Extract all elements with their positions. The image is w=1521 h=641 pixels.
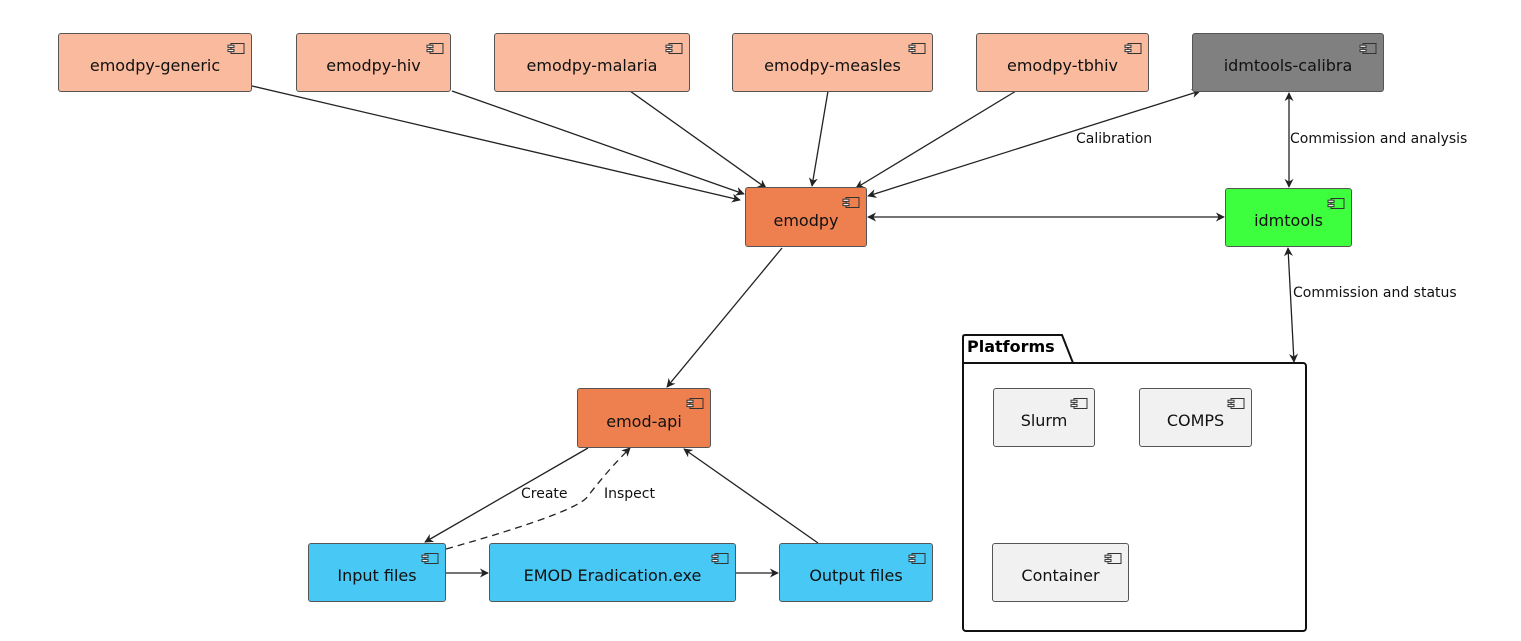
node-label: Container xyxy=(1021,566,1100,585)
component-icon xyxy=(1227,394,1245,409)
node-output-files[interactable]: Output files xyxy=(779,543,933,602)
component-icon xyxy=(426,39,444,54)
component-icon xyxy=(908,39,926,54)
node-idmtools-calibra[interactable]: idmtools-calibra xyxy=(1192,33,1384,92)
component-icon xyxy=(1124,39,1142,54)
node-label: emodpy-measles xyxy=(764,56,901,75)
node-slurm[interactable]: Slurm xyxy=(993,388,1095,447)
component-icon xyxy=(908,549,926,564)
component-icon xyxy=(1104,549,1122,564)
node-label: idmtools-calibra xyxy=(1223,56,1353,75)
node-label: EMOD Eradication.exe xyxy=(523,566,702,585)
node-idmtools[interactable]: idmtools xyxy=(1225,188,1352,247)
node-label: emodpy-malaria xyxy=(526,56,658,75)
node-label: emodpy xyxy=(773,210,839,230)
edge-create xyxy=(424,447,589,543)
node-emodpy-measles[interactable]: emodpy-measles xyxy=(732,33,933,92)
create-label: Create xyxy=(521,486,568,502)
edge-inspect xyxy=(445,447,631,550)
component-icon xyxy=(686,394,704,409)
node-label: Input files xyxy=(337,566,417,585)
commission-status-label: Commission and status xyxy=(1293,285,1457,301)
node-emodpy[interactable]: emodpy xyxy=(745,187,867,247)
node-label: COMPS xyxy=(1166,411,1225,430)
edge-emodpy-calibra xyxy=(867,89,1201,198)
node-label: emodpy-generic xyxy=(89,56,221,75)
edge-emodpy-to-emodapi xyxy=(666,247,783,388)
node-eradication-exe[interactable]: EMOD Eradication.exe xyxy=(489,543,736,602)
component-icon xyxy=(711,549,729,564)
component-icon xyxy=(1359,39,1377,54)
node-label: Slurm xyxy=(1020,411,1068,430)
node-label: idmtools xyxy=(1254,211,1323,230)
component-icon xyxy=(842,193,860,208)
commission-analysis-label: Commission and analysis xyxy=(1290,131,1468,147)
node-emod-api[interactable]: emod-api xyxy=(577,388,711,448)
edge-malaria-to-emodpy xyxy=(629,90,767,189)
node-label: emodpy-tbhiv xyxy=(1007,56,1118,75)
node-label: emod-api xyxy=(606,411,682,431)
node-comps[interactable]: COMPS xyxy=(1139,388,1252,447)
calibration-label: Calibration xyxy=(1076,131,1153,147)
node-emodpy-hiv[interactable]: emodpy-hiv xyxy=(296,33,451,92)
component-icon xyxy=(1070,394,1088,409)
node-label: emodpy-hiv xyxy=(326,56,421,75)
component-icon xyxy=(665,39,683,54)
node-emodpy-malaria[interactable]: emodpy-malaria xyxy=(494,33,690,92)
component-icon xyxy=(421,549,439,564)
edge-measles-to-emodpy xyxy=(808,90,829,187)
node-label: Output files xyxy=(809,566,903,585)
edge-output-to-emodapi xyxy=(683,448,819,544)
edge-idmtools-platforms xyxy=(1283,247,1299,363)
edge-tbhiv-to-emodpy xyxy=(855,90,1017,189)
node-emodpy-generic[interactable]: emodpy-generic xyxy=(58,33,252,92)
component-icon xyxy=(227,39,245,54)
node-input-files[interactable]: Input files xyxy=(308,543,446,602)
platforms-title: Platforms xyxy=(967,337,1055,356)
platforms-package-tab xyxy=(962,334,1074,364)
edge-generic-to-emodpy xyxy=(251,85,741,203)
component-icon xyxy=(1327,194,1345,209)
node-emodpy-tbhiv[interactable]: emodpy-tbhiv xyxy=(976,33,1149,92)
node-container[interactable]: Container xyxy=(992,543,1129,602)
edge-hiv-to-emodpy xyxy=(451,90,745,196)
inspect-label: Inspect xyxy=(604,486,655,502)
